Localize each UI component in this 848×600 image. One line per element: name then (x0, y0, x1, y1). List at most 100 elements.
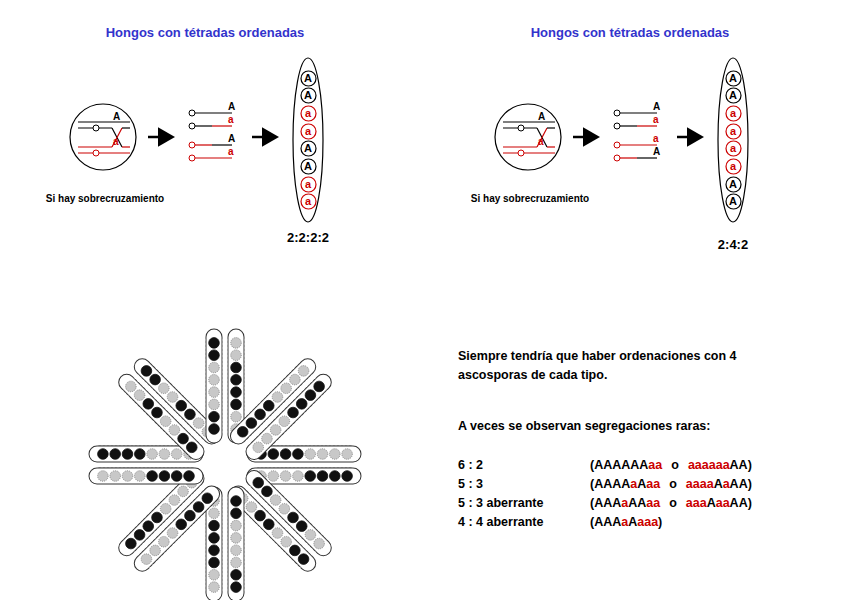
nucleus-circle: Aa (494, 103, 562, 171)
allele-letter: a (300, 194, 317, 209)
text-label: A (228, 101, 235, 112)
ascus-fill (142, 494, 211, 563)
ascospore (231, 350, 242, 361)
ascospore (342, 449, 353, 460)
ascospore (231, 557, 242, 568)
ascospore (231, 496, 242, 507)
ascospore (147, 449, 158, 460)
ascus-outline (255, 446, 353, 463)
ascospore (209, 338, 220, 349)
ascospore (143, 399, 154, 410)
ascospore-circle: a (300, 123, 317, 140)
ascospore (110, 449, 121, 460)
allele-pattern: (AAA (590, 515, 621, 529)
ascospore-circle: A (725, 87, 742, 104)
ascospore (288, 512, 299, 523)
circle-shape (726, 88, 741, 103)
ascus-outline (228, 337, 245, 435)
ascospore (268, 471, 279, 482)
ascospore (171, 471, 182, 482)
ascospore (98, 471, 109, 482)
ascus-outline (206, 337, 223, 435)
ascospore-circle: a (300, 176, 317, 193)
ascospore (270, 495, 281, 506)
ascospore (288, 407, 299, 418)
ascospore (152, 407, 163, 418)
ascospore (298, 554, 309, 565)
ascospore (135, 449, 146, 460)
allele-letter: A (725, 177, 742, 192)
text-label: Si hay sobrecruzamiento (471, 193, 589, 204)
ascospore (246, 502, 257, 513)
ascospore (298, 366, 309, 377)
ascospore (186, 442, 197, 453)
ascospore (178, 433, 189, 444)
ascospore (262, 486, 273, 497)
ascospore (167, 392, 178, 403)
segregation-row: 5 : 3 aberrante(AAAaAAaaoaaaAaaAA) (458, 496, 752, 510)
ascospore (141, 366, 152, 377)
allele-pattern: a (630, 477, 637, 491)
ascus-fill (255, 469, 353, 484)
allele-letter: a (113, 136, 119, 147)
ascospore (270, 425, 281, 436)
allele-letter: a (725, 106, 742, 121)
ascospore (305, 530, 316, 541)
ascospore-circle: A (300, 140, 317, 157)
allele-pattern: aa (646, 477, 660, 491)
ascospore (141, 554, 152, 565)
ratio-label: 5 : 3 aberrante (458, 496, 590, 510)
ascospore-circle: A (300, 158, 317, 175)
ascospore (209, 399, 220, 410)
ascospore (209, 508, 220, 519)
circle-outline (494, 103, 562, 171)
text-label: A (653, 101, 660, 112)
ascospore (98, 449, 109, 460)
allele-pattern: aaaa (686, 477, 714, 491)
ascospore (209, 424, 220, 435)
ascus-outline (206, 495, 223, 593)
ascospore (169, 495, 180, 506)
text-label: a (653, 133, 659, 144)
allele-pattern: aaaaaa (688, 458, 730, 472)
ascospore (231, 508, 242, 519)
text-label: Hongos con tétradas ordenadas (106, 25, 305, 40)
ascospore (231, 520, 242, 531)
allele-pattern: (AAAA (590, 477, 630, 491)
ascospore (110, 471, 121, 482)
segregation-row: 6 : 2(AAAAAAaaoaaaaaaAA) (458, 458, 752, 472)
ascospore (314, 381, 325, 392)
ascospore (279, 503, 290, 514)
ascospore (185, 510, 196, 521)
ascospore (305, 449, 316, 460)
ascospore (342, 471, 353, 482)
circle-shape (495, 104, 561, 170)
ascospore (209, 387, 220, 398)
ascospore (209, 533, 220, 544)
ascospore (281, 536, 292, 547)
text-label: Si hay sobrecruzamiento (46, 193, 164, 204)
circle-shape (726, 159, 741, 174)
allele-letter: a (300, 177, 317, 192)
ascospore (178, 486, 189, 497)
ascospore (167, 528, 178, 539)
ascospore (272, 528, 283, 539)
allele-pattern: (AAA (590, 496, 621, 510)
ascus-fill (97, 469, 195, 484)
ascospore (305, 390, 316, 401)
allele-letter: A (300, 159, 317, 174)
ascospore (246, 418, 257, 429)
nucleus-circle: Aa (69, 103, 137, 171)
ascus-outline (238, 367, 307, 436)
ascospore (126, 381, 137, 392)
ascospore (160, 503, 171, 514)
allele-letter: A (538, 111, 545, 122)
ascus-outline (254, 382, 323, 451)
text-label: Hongos con tétradas ordenadas (531, 25, 730, 40)
text-label: a (228, 146, 234, 157)
ascospore-circle: a (300, 193, 317, 210)
allele-pattern: aaa (637, 515, 658, 529)
ascospore (279, 416, 290, 427)
allele-letter: A (113, 111, 120, 122)
